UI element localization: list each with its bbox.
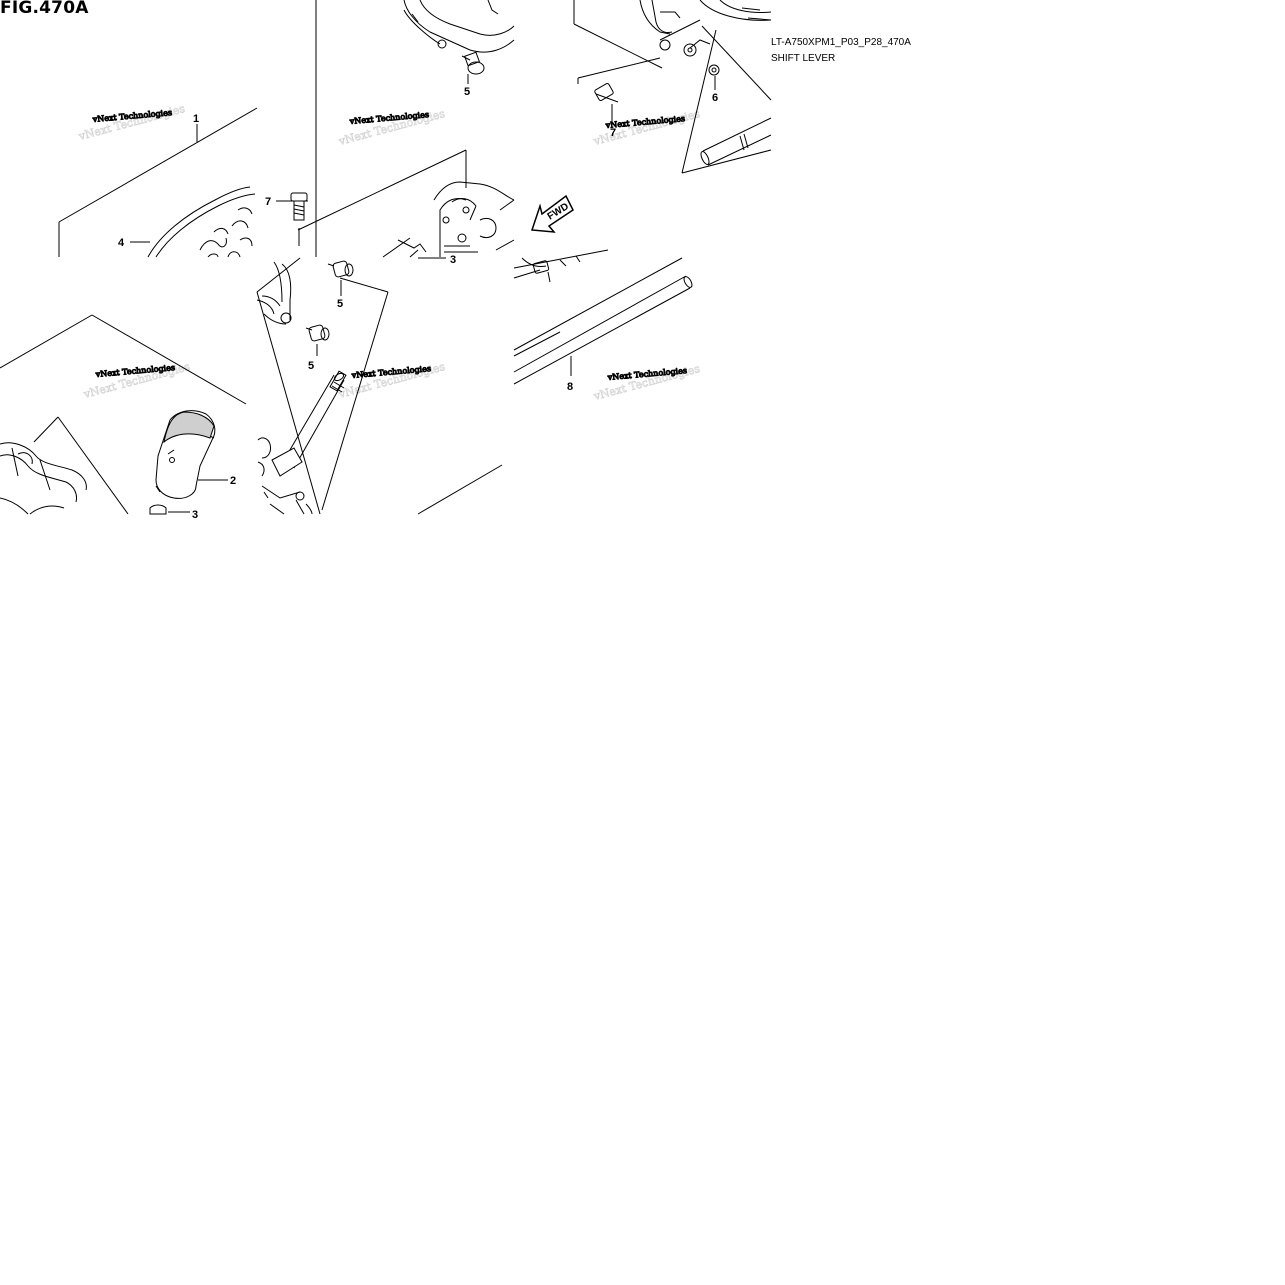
callout-5: 5: [308, 360, 314, 372]
callout-8: 8: [567, 381, 573, 393]
shift-rod-8-icon: [513, 257, 693, 385]
callout-group: 1 2 3 3 4 5 5 5 6 7 7 8: [118, 86, 718, 521]
callout-5: 5: [337, 298, 343, 310]
figure-code: LT-A750XPM1_P03_P28_470A: [771, 37, 911, 48]
callout-6: 6: [712, 92, 718, 104]
callout-7: 7: [610, 127, 616, 139]
shift-knob-icon: [155, 410, 216, 499]
callout-5: 5: [464, 86, 470, 98]
lever-assembly-part: [256, 257, 503, 515]
bolt-7-icon: [594, 83, 619, 103]
panel-cover-part: [58, 107, 258, 258]
nut-6-icon: [708, 64, 720, 76]
callout-1: 1: [193, 113, 199, 125]
callout-3: 3: [192, 509, 198, 521]
nut-3-icon: [149, 504, 167, 515]
clip-part: [513, 249, 609, 283]
frame-part: [297, 0, 515, 258]
callout-7: 7: [265, 196, 271, 208]
shift-rod-segment: [700, 117, 772, 166]
knob-housing-part: [0, 314, 247, 515]
figure-title: FIG.470A: [0, 0, 89, 18]
callout-4: 4: [118, 237, 125, 249]
bolt-5-icon: [461, 51, 485, 75]
fwd-arrow-icon: [530, 194, 574, 233]
bracket-part: [573, 0, 772, 174]
bolt-5-icon: [327, 260, 354, 278]
bolt-5-icon: [305, 324, 330, 342]
figure-name: SHIFT LEVER: [771, 53, 836, 64]
callout-2: 2: [230, 475, 236, 487]
callout-3: 3: [450, 254, 456, 266]
bolt-7-icon: [290, 192, 308, 221]
